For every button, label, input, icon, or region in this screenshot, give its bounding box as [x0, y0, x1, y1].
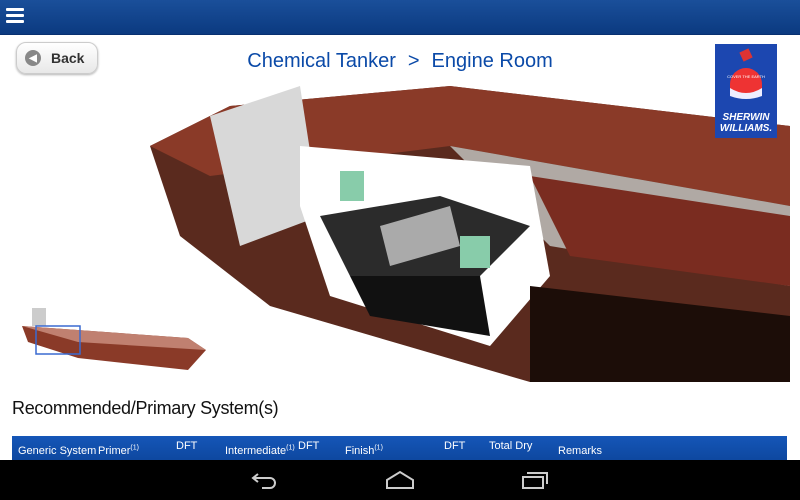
logo-line1: SHERWIN: [722, 112, 770, 123]
col-finish: Finish(1): [345, 444, 383, 457]
back-nav-icon[interactable]: [250, 470, 280, 490]
col-intermediate: Intermediate(1): [225, 444, 295, 457]
recents-nav-icon[interactable]: [520, 470, 550, 490]
home-nav-icon[interactable]: [385, 470, 415, 490]
col-generic-system: Generic System: [18, 445, 97, 457]
logo-line2: WILLIAMS.: [719, 123, 773, 134]
breadcrumb-current: Engine Room: [431, 50, 553, 72]
col-dft-1: DFT: [176, 440, 198, 452]
ship-minimap[interactable]: [18, 298, 210, 378]
viewport-indicator: [35, 325, 81, 355]
col-dft-3: DFT: [444, 440, 466, 452]
col-remarks: Remarks: [558, 445, 603, 457]
col-primer: Primer(1): [98, 444, 139, 457]
breadcrumb-parent[interactable]: Chemical Tanker: [247, 50, 396, 72]
breadcrumb: Chemical Tanker > Engine Room: [0, 50, 800, 73]
col-total-dry: Total Dry: [489, 440, 533, 452]
back-arrow-icon: ◀: [25, 50, 41, 66]
section-title: Recommended/Primary System(s): [12, 398, 279, 418]
hamburger-icon[interactable]: [6, 8, 24, 26]
col-dft-2: DFT: [298, 440, 320, 452]
app-bar: [0, 0, 800, 35]
back-button[interactable]: ◀ Back: [16, 42, 98, 74]
logo-tagline: COVER THE EARTH: [727, 74, 765, 79]
breadcrumb-separator: >: [407, 50, 420, 72]
engine-room-illustration[interactable]: [150, 86, 790, 382]
system-nav-bar: [0, 460, 800, 500]
back-label: Back: [51, 50, 85, 66]
